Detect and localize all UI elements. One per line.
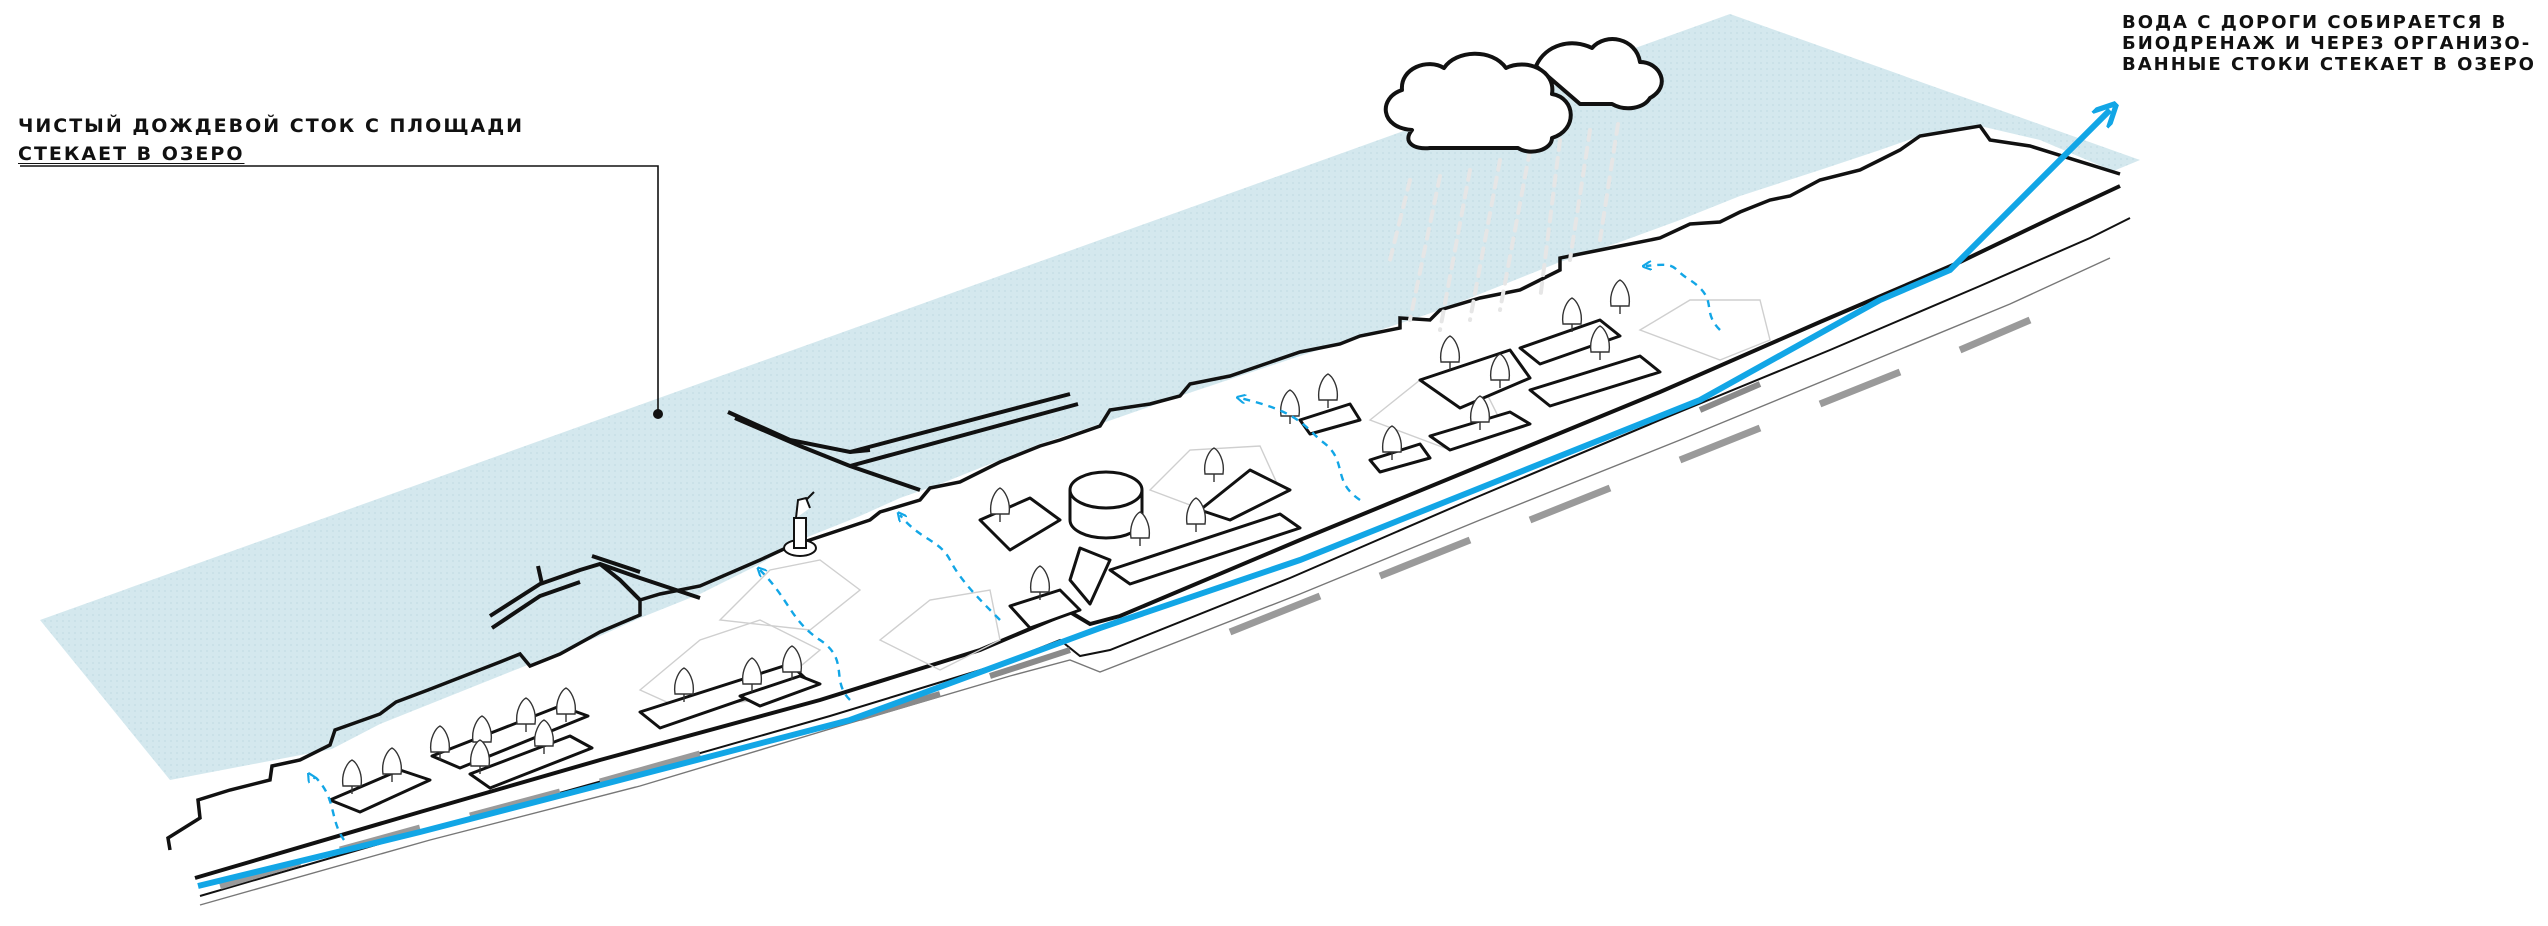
annotation-line: ЧИСТЫЙ ДОЖДЕВОЙ СТОК С ПЛОЩАДИ	[18, 112, 524, 140]
annotation-line: ВОДА С ДОРОГИ СОБИРАЕТСЯ В	[2122, 12, 2536, 33]
annotation-line: БИОДРЕНАЖ И ЧЕРЕЗ ОРГАНИЗО-	[2122, 33, 2536, 54]
annotation-line: СТЕКАЕТ В ОЗЕРО	[18, 140, 524, 168]
annotation-road-runoff: ВОДА С ДОРОГИ СОБИРАЕТСЯ В БИОДРЕНАЖ И Ч…	[2122, 12, 2536, 75]
annotation-plaza-runoff: ЧИСТЫЙ ДОЖДЕВОЙ СТОК С ПЛОЩАДИ СТЕКАЕТ В…	[18, 112, 524, 168]
annotation-line: ВАННЫЕ СТОКИ СТЕКАЕТ В ОЗЕРО	[2122, 54, 2536, 75]
leader-line	[20, 166, 663, 419]
